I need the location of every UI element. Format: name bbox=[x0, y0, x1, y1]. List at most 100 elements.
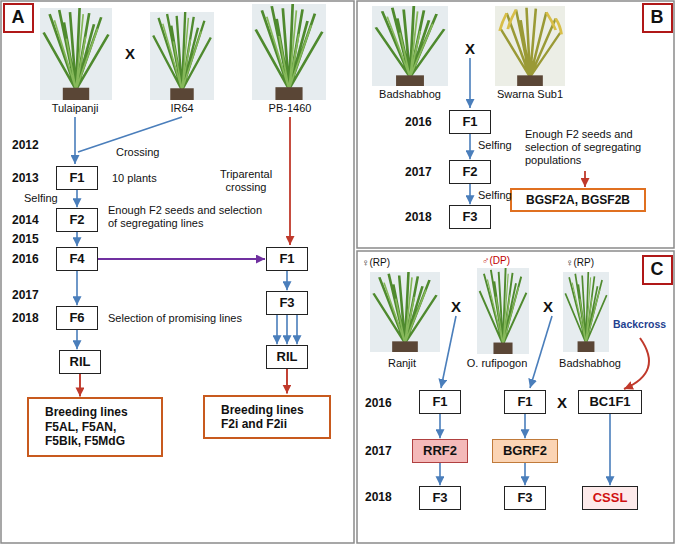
cross-symbol: X bbox=[543, 298, 553, 316]
node-text: F3 bbox=[515, 490, 535, 506]
plant-photo bbox=[372, 6, 448, 86]
node-text: F2 bbox=[67, 212, 87, 228]
annotation: Selfing bbox=[478, 139, 512, 152]
node-text: F1 bbox=[515, 394, 535, 410]
node-text: RIL bbox=[70, 354, 91, 370]
generation-box: F3 bbox=[504, 486, 546, 510]
node-text: RRF2 bbox=[423, 443, 457, 459]
generation-box: F6 bbox=[56, 306, 98, 330]
year-label: 2012 bbox=[12, 138, 39, 152]
node-text: F3 bbox=[430, 490, 450, 506]
generation-arrow bbox=[609, 414, 611, 485]
generation-box: F1 bbox=[56, 166, 98, 190]
generation-arrow bbox=[98, 258, 265, 260]
generation-arrow bbox=[469, 134, 471, 159]
node-text: F3 bbox=[460, 209, 480, 225]
node-text: Breeding lines F5AL, F5AN, F5Blk, F5MdG bbox=[45, 405, 145, 448]
panel-border bbox=[1, 1, 354, 543]
annotation: Backcross bbox=[613, 318, 666, 331]
panel-label: B bbox=[642, 3, 673, 33]
panel-border bbox=[357, 251, 674, 543]
variety-name: Ranjit bbox=[388, 357, 416, 370]
annotation: Enough F2 seeds and selection of segrega… bbox=[525, 128, 665, 168]
cross-line bbox=[530, 316, 552, 388]
generation-arrow bbox=[79, 374, 81, 397]
generation-box: RIL bbox=[59, 350, 102, 374]
year-label: 2017 bbox=[12, 288, 39, 302]
node-text: F1 bbox=[67, 170, 87, 186]
annotation: 10 plants bbox=[112, 172, 157, 185]
generation-arrow bbox=[276, 315, 278, 344]
year-label: 2018 bbox=[405, 210, 432, 224]
year-label: 2018 bbox=[12, 311, 39, 325]
selection-arrow bbox=[584, 171, 586, 187]
node-text: F2 bbox=[460, 164, 480, 180]
variety-name: Badshabhog bbox=[559, 357, 621, 370]
node-text: BGSF2A, BGSF2B bbox=[526, 193, 630, 207]
generation-box: BGRF2 bbox=[492, 439, 558, 463]
result-box: CSSL bbox=[582, 486, 639, 510]
node-text: F1 bbox=[277, 251, 297, 267]
plant-photo bbox=[495, 6, 565, 86]
plant-photo bbox=[150, 12, 214, 100]
node-text: A bbox=[12, 7, 25, 29]
generation-arrow bbox=[76, 271, 78, 305]
variety-name: Swarna Sub1 bbox=[497, 88, 563, 101]
generation-arrow bbox=[524, 463, 526, 485]
node-text: F4 bbox=[67, 251, 87, 267]
plant-photo bbox=[252, 4, 326, 100]
generation-arrow bbox=[296, 315, 298, 344]
plant-photo bbox=[477, 268, 529, 354]
generation-arrow bbox=[286, 369, 288, 394]
generation-arrow bbox=[286, 271, 288, 290]
annotation: Selfing bbox=[24, 192, 58, 205]
panel-label: A bbox=[3, 3, 34, 33]
node-text: F1 bbox=[460, 114, 480, 130]
generation-arrow bbox=[524, 414, 526, 438]
panel-label: C bbox=[642, 255, 673, 285]
generation-box: F3 bbox=[449, 205, 491, 229]
variety-name: PB-1460 bbox=[269, 102, 312, 115]
cross-line bbox=[74, 117, 76, 164]
variety-name: IR64 bbox=[170, 102, 193, 115]
annotation: Crossing bbox=[116, 146, 159, 159]
year-label: 2016 bbox=[405, 115, 432, 129]
generation-box: F3 bbox=[419, 486, 461, 510]
plant-photo bbox=[370, 272, 440, 352]
year-label: 2017 bbox=[405, 165, 432, 179]
generation-arrow bbox=[76, 330, 78, 349]
annotation: Triparental crossing bbox=[210, 168, 282, 194]
generation-box: F4 bbox=[56, 247, 98, 271]
generation-arrow bbox=[439, 463, 441, 485]
result-box: Breeding lines F2i and F2ii bbox=[203, 395, 331, 440]
node-text: F1 bbox=[430, 394, 450, 410]
node-text: B bbox=[651, 7, 664, 29]
generation-box: F2 bbox=[56, 208, 98, 232]
variety-name: O. rufipogon bbox=[467, 357, 528, 370]
year-label: 2016 bbox=[12, 252, 39, 266]
generation-box: F1 bbox=[449, 110, 491, 134]
generation-box: F1 bbox=[266, 247, 308, 271]
generation-box: F1 bbox=[419, 390, 461, 414]
generation-box: F1 bbox=[504, 390, 546, 414]
variety-name: Badshabhog bbox=[379, 88, 441, 101]
result-box: Breeding lines F5AL, F5AN, F5Blk, F5MdG bbox=[27, 397, 163, 456]
year-label: 2013 bbox=[12, 171, 39, 185]
node-text: F3 bbox=[277, 295, 297, 311]
generation-arrow bbox=[286, 315, 288, 344]
generation-box: RIL bbox=[266, 345, 309, 369]
generation-box: RRF2 bbox=[412, 439, 468, 463]
generation-box: F3 bbox=[266, 291, 308, 315]
generation-box: BC1F1 bbox=[578, 390, 641, 414]
year-label: 2014 bbox=[12, 213, 39, 227]
year-label: 2017 bbox=[365, 444, 392, 458]
annotation: Selfing bbox=[478, 189, 512, 202]
result-box: BGSF2A, BGSF2B bbox=[510, 188, 646, 212]
parent-role: ♀(RP) bbox=[362, 257, 390, 269]
year-label: 2018 bbox=[365, 490, 392, 504]
cross-symbol: X bbox=[125, 45, 135, 63]
generation-arrow bbox=[76, 190, 78, 207]
